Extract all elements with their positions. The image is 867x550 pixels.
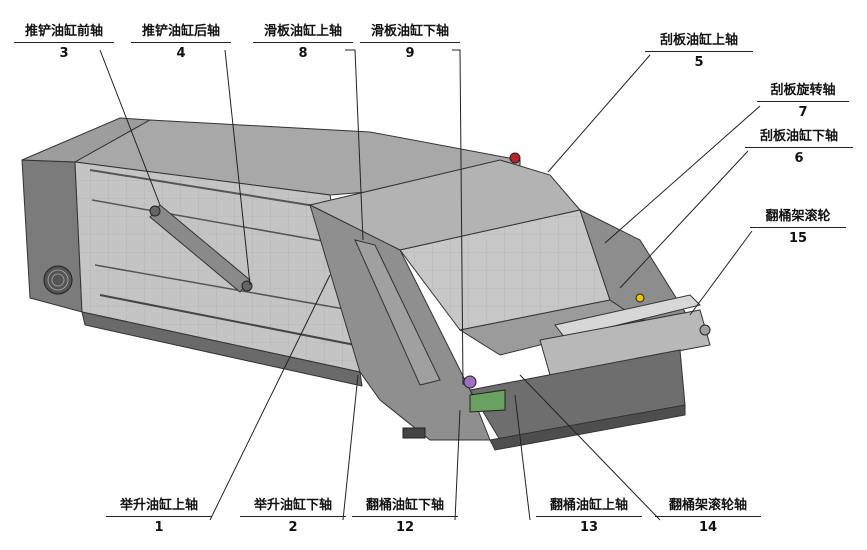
callout-label: 刮板旋转轴 (770, 83, 836, 98)
callout-13: 翻桶油缸上轴 13 (536, 498, 642, 535)
callout-label: 滑板油缸上轴 (263, 24, 342, 39)
callout-label: 翻桶架滚轮 (765, 209, 831, 224)
leader-line-13 (514, 394, 531, 521)
underline (536, 516, 642, 517)
callout-label: 滑板油缸下轴 (370, 24, 449, 39)
underline (106, 516, 212, 517)
callout-label: 举升油缸下轴 (253, 498, 332, 513)
callout-1: 举升油缸上轴 1 (106, 498, 212, 535)
callout-number: 14 (698, 520, 718, 535)
callout-number: 2 (288, 520, 298, 535)
leader-line-15 (689, 230, 753, 316)
underline (352, 516, 458, 517)
callout-number: 1 (154, 520, 164, 535)
callout-label: 推铲油缸前轴 (24, 24, 103, 39)
callout-2: 举升油缸下轴 2 (240, 498, 346, 535)
callout-number: 4 (176, 46, 186, 61)
callout-label: 举升油缸上轴 (119, 498, 198, 513)
callout-3: 推铲油缸前轴 3 (14, 24, 114, 61)
leader-line-3 (99, 49, 161, 206)
callout-number: 8 (298, 46, 308, 61)
callout-6: 刮板油缸下轴 6 (745, 129, 853, 166)
callout-12: 翻桶油缸下轴 12 (352, 498, 458, 535)
leader-line-12 (454, 409, 461, 521)
callout-5: 刮板油缸上轴 5 (645, 33, 753, 70)
leader-line-8 (345, 49, 364, 241)
underline (240, 516, 346, 517)
underline (14, 42, 114, 43)
leader-line-4 (224, 49, 251, 286)
callout-number: 12 (395, 520, 415, 535)
callout-label: 翻桶架滚轮轴 (668, 498, 747, 513)
leader-line-6 (619, 150, 749, 289)
leader-line-7 (604, 105, 761, 244)
leader-lines (99, 49, 761, 521)
callout-label: 推铲油缸后轴 (141, 24, 220, 39)
callout-number: 13 (579, 520, 599, 535)
callout-number: 3 (59, 46, 69, 61)
callout-number: 7 (798, 105, 808, 120)
underline (757, 101, 849, 102)
callout-15: 翻桶架滚轮 15 (750, 209, 846, 246)
leader-line-5 (547, 54, 651, 173)
compactor-box-body (21, 117, 521, 387)
underline (360, 42, 460, 43)
callout-7: 刮板旋转轴 7 (757, 83, 849, 120)
underline (655, 516, 761, 517)
callout-label: 刮板油缸上轴 (659, 33, 738, 48)
callout-number: 5 (694, 55, 704, 70)
tailgate-assembly (308, 152, 711, 451)
callout-label: 翻桶油缸下轴 (365, 498, 444, 513)
leader-line-2 (342, 374, 359, 521)
leader-line-9 (452, 49, 464, 386)
callout-label: 翻桶油缸上轴 (549, 498, 628, 513)
callout-label: 刮板油缸下轴 (759, 129, 838, 144)
leader-line-1 (209, 274, 331, 521)
callout-4: 推铲油缸后轴 4 (131, 24, 231, 61)
leader-line-14 (519, 374, 661, 521)
callout-14: 翻桶架滚轮轴 14 (655, 498, 761, 535)
callout-9: 滑板油缸下轴 9 (360, 24, 460, 61)
callout-number: 6 (794, 151, 804, 166)
callout-number: 9 (405, 46, 415, 61)
underline (745, 147, 853, 148)
underline (750, 227, 846, 228)
callout-8: 滑板油缸上轴 8 (253, 24, 353, 61)
underline (645, 51, 753, 52)
underline (253, 42, 353, 43)
underline (131, 42, 231, 43)
callout-number: 15 (788, 231, 808, 246)
